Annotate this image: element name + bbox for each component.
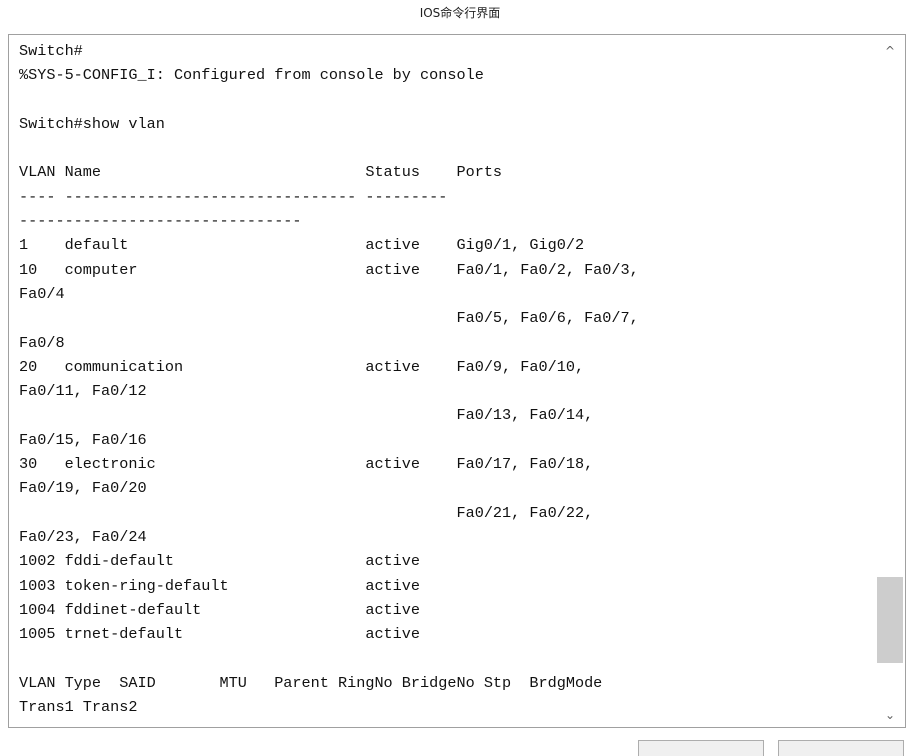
console-text[interactable]: Switch# %SYS-5-CONFIG_I: Configured from… <box>19 42 639 717</box>
scroll-up-icon[interactable]: ^ <box>884 44 896 58</box>
paste-button[interactable] <box>778 740 904 756</box>
scroll-thumb[interactable] <box>877 577 903 663</box>
scroll-down-icon[interactable]: ⌄ <box>884 708 896 722</box>
vertical-scrollbar[interactable]: ^ ⌄ <box>874 35 905 727</box>
copy-button[interactable] <box>638 740 764 756</box>
console-output-area[interactable]: Switch# %SYS-5-CONFIG_I: Configured from… <box>8 34 906 728</box>
window-title: IOS命令行界面 <box>419 6 501 20</box>
